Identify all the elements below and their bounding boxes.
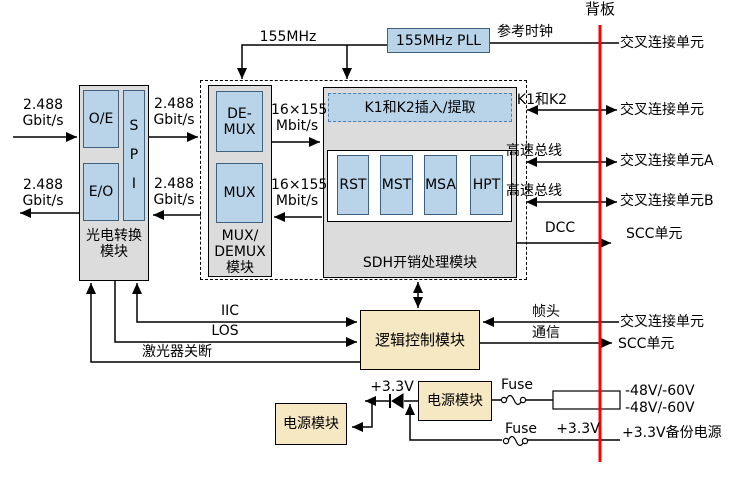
rate-line: 2.488 (153, 96, 195, 112)
label-hs-bus-b: 高速总线 (506, 183, 562, 199)
rst-block: RST (337, 155, 369, 215)
rate-line: Mbit/s (275, 118, 319, 134)
mux-demux-module-title: MUX/ DEMUX 模块 (207, 228, 273, 276)
label-v33-diode: +3.3V (370, 379, 414, 395)
spi-letter: I (131, 176, 137, 192)
power-main-title: 电源模块 (427, 393, 483, 409)
los-line (114, 281, 357, 347)
label-backup-power: +3.3V备份电源 (622, 425, 722, 441)
port-unit-b: 交叉连接单元B (620, 193, 714, 209)
rate-line: 2.488 (22, 177, 64, 193)
v33-branch-arrow (352, 401, 373, 432)
iic-line (132, 283, 357, 327)
eo-block: E/O (83, 163, 119, 221)
backplane-title: 背板 (584, 0, 615, 18)
k1k2-box-label: K1和K2插入/提取 (364, 99, 476, 116)
optical-title-line: 光电转换 (86, 228, 142, 244)
pll-label: 155MHz PLL (395, 32, 482, 49)
label-fuse-1: Fuse (500, 377, 534, 393)
msa-label: MSA (425, 177, 456, 193)
demux-block: DE-MUX (216, 91, 263, 152)
msa-block: MSA (424, 155, 457, 215)
rate-line: 2.488 (153, 176, 195, 192)
backplane-connector-rect (552, 390, 621, 410)
power-module-main-box: 电源模块 (418, 381, 492, 421)
label-dcc: DCC (544, 220, 576, 236)
backup-line (405, 404, 502, 441)
label-comm: 通信 (532, 325, 560, 341)
optical-title-line: 模块 (100, 244, 128, 260)
rate-line: Mbit/s (275, 193, 319, 209)
mst-block: MST (380, 155, 413, 215)
power-module-aux-box: 电源模块 (275, 403, 347, 445)
rate-line: Gbit/s (22, 113, 64, 129)
label-ref-clock: 参考时钟 (497, 24, 553, 40)
rate-line: Gbit/s (153, 192, 195, 208)
label-rate-demux-out: 16×155 Mbit/s (271, 102, 328, 134)
mux-demux-title-line: MUX/ (221, 228, 259, 244)
label-rate-oe-out: 2.488 Gbit/s (146, 96, 202, 128)
label-rate-eo-in: 2.488 Gbit/s (146, 176, 202, 208)
label-v33-line: +3.3V (556, 421, 600, 437)
port-unit-ref: 交叉连接单元 (620, 35, 704, 51)
eo-label: E/O (88, 184, 114, 200)
label-v48-1: -48V/-60V (625, 383, 695, 399)
pll-box: 155MHz PLL (387, 28, 490, 53)
logic-module-box: 逻辑控制模块 (360, 310, 480, 370)
label-v48-2: -48V/-60V (625, 400, 695, 416)
port-unit-xc3: 交叉连接单元 (620, 314, 704, 330)
logic-module-title: 逻辑控制模块 (374, 331, 465, 349)
demux-label-line: DE- (227, 105, 252, 122)
rst-label: RST (339, 177, 367, 193)
label-rate-tx-out: 2.488 Gbit/s (14, 177, 72, 209)
oe-label: O/E (88, 111, 114, 127)
spi-block: S P I (123, 90, 145, 221)
demux-label-line: MUX (223, 121, 256, 138)
rate-line: Gbit/s (22, 193, 64, 209)
label-hs-bus-a: 高速总线 (506, 143, 562, 159)
port-unit-k1k2: 交叉连接单元 (620, 102, 704, 118)
label-rate-mux-in: 16×155 Mbit/s (271, 177, 328, 209)
hpt-label: HPT (472, 177, 501, 193)
port-unit-scc1: SCC单元 (626, 226, 683, 242)
rate-line: Gbit/s (153, 112, 195, 128)
k1k2-box: K1和K2插入/提取 (328, 93, 512, 122)
oe-block: O/E (83, 90, 119, 148)
label-155mhz: 155MHz (259, 29, 317, 45)
diode-icon (389, 393, 404, 409)
hpt-block: HPT (470, 155, 503, 215)
mst-label: MST (381, 177, 412, 193)
label-los: LOS (211, 323, 239, 339)
label-frame: 帧头 (532, 304, 560, 320)
port-unit-a: 交叉连接单元A (620, 153, 714, 169)
mux-label: MUX (223, 185, 256, 201)
sdh-module-title: SDH开销处理模块 (362, 255, 478, 271)
label-iic: IIC (220, 303, 240, 319)
label-rate-rx-in: 2.488 Gbit/s (14, 97, 72, 129)
rate-line: 16×155 (271, 177, 328, 193)
mux-demux-title-line: 模块 (226, 260, 254, 276)
mux-block: MUX (216, 163, 263, 223)
optical-module-title: 光电转换 模块 (80, 228, 148, 260)
spi-letter: P (129, 147, 139, 163)
mux-demux-sdh-dashed-region (200, 80, 527, 280)
clock-line (237, 44, 387, 79)
rate-line: 2.488 (22, 97, 64, 113)
spi-letter: S (129, 118, 139, 134)
label-fuse-2: Fuse (504, 421, 538, 437)
demux-label: DE-MUX (224, 106, 256, 138)
fuse-icon (500, 394, 527, 406)
label-k1k2-bus: K1和K2 (516, 92, 568, 108)
laser-off-line (86, 283, 360, 363)
fuse-icon (502, 435, 529, 447)
mux-demux-title-line: DEMUX (214, 244, 266, 260)
power-aux-title: 电源模块 (283, 416, 339, 432)
label-laser-off: 激光器关断 (142, 344, 212, 360)
port-unit-scc2: SCC单元 (618, 336, 675, 352)
rate-line: 16×155 (271, 102, 328, 118)
